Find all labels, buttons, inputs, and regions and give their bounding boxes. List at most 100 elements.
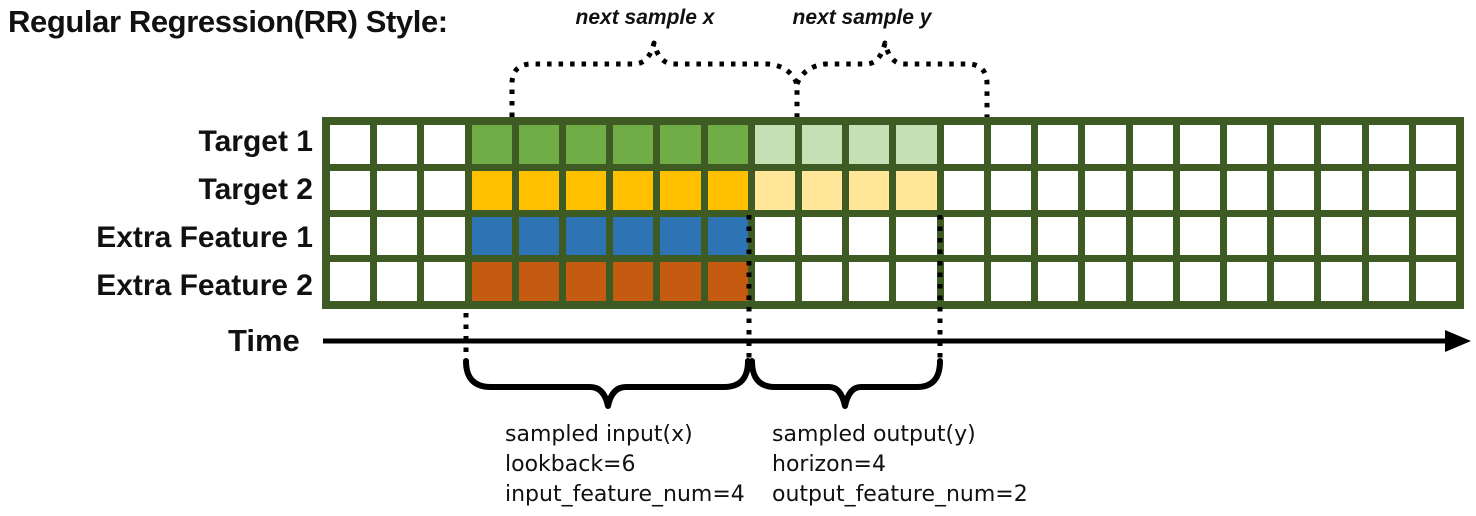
grid-cell	[849, 216, 890, 256]
grid-cell	[1085, 125, 1126, 164]
time-axis-label: Time	[228, 323, 300, 358]
grid-cell	[707, 262, 748, 301]
grid-cell	[1415, 216, 1456, 256]
grid-cell	[330, 170, 371, 210]
grid-cell	[1226, 216, 1268, 256]
grid-cell	[896, 216, 937, 256]
grid-cell	[1226, 170, 1268, 210]
grid-cell	[1179, 262, 1220, 301]
grid-cell	[1132, 262, 1173, 301]
grid-cell	[1132, 216, 1173, 256]
grid-cell	[754, 216, 796, 256]
grid-cell	[660, 170, 701, 210]
grid-cell	[377, 125, 418, 164]
grid-cell	[566, 216, 607, 256]
grid-cell	[518, 262, 560, 301]
grid-cell	[1321, 125, 1362, 164]
sampled-input-notes: sampled input(x) lookback=6 input_featur…	[505, 420, 745, 510]
grid-cell	[1085, 262, 1126, 301]
grid-cell	[330, 262, 371, 301]
sampled-output-title: sampled output(y)	[772, 422, 976, 447]
grid-cell	[896, 170, 937, 210]
grid-cell	[377, 216, 418, 256]
grid-cell	[990, 170, 1032, 210]
grid-cell	[518, 125, 560, 164]
grid-cell	[802, 170, 843, 210]
grid-cell	[613, 170, 654, 210]
grid-cell	[1321, 262, 1362, 301]
grid	[322, 117, 1464, 309]
grid-cell	[943, 216, 984, 256]
grid-cell	[1415, 170, 1456, 210]
grid-cell	[1368, 170, 1409, 210]
grid-cell	[1179, 125, 1220, 164]
grid-cell	[707, 170, 748, 210]
grid-cell	[1179, 170, 1220, 210]
grid-cell	[613, 216, 654, 256]
grid-cell	[1415, 125, 1456, 164]
grid-cell	[1038, 170, 1079, 210]
grid-cell	[802, 216, 843, 256]
grid-cell	[424, 170, 465, 210]
grid-cell	[424, 262, 465, 301]
grid-cell	[1321, 216, 1362, 256]
grid-cell	[660, 262, 701, 301]
grid-cell	[1226, 262, 1268, 301]
grid-cell	[1179, 216, 1220, 256]
grid-cell	[1368, 125, 1409, 164]
grid-cell	[660, 125, 701, 164]
sampled-input-brace	[463, 358, 751, 409]
grid-cell	[424, 125, 465, 164]
grid-cell	[566, 125, 607, 164]
grid-cell	[330, 216, 371, 256]
grid-cell	[1274, 262, 1315, 301]
grid-cell	[1274, 170, 1315, 210]
grid-cell	[1415, 262, 1456, 301]
grid-cell	[1085, 170, 1126, 210]
row-label-target-2: Target 2	[198, 173, 313, 206]
sampled-output-notes: sampled output(y) horizon=4 output_featu…	[772, 420, 1028, 510]
grid-cell	[707, 216, 748, 256]
grid-cell	[613, 125, 654, 164]
row-label-extra-feature-2: Extra Feature 2	[96, 269, 313, 302]
grid-cell	[424, 216, 465, 256]
grid-cell	[1038, 262, 1079, 301]
next-sample-y-brace	[794, 40, 990, 117]
row-label-target-1: Target 1	[198, 125, 313, 158]
grid-cell	[1038, 216, 1079, 256]
input-feature-num: input_feature_num=4	[505, 482, 745, 507]
grid-cell	[802, 262, 843, 301]
row-label-extra-feature-1: Extra Feature 1	[96, 221, 313, 254]
grid-cell	[1368, 216, 1409, 256]
grid-cell	[566, 170, 607, 210]
grid-cell	[566, 262, 607, 301]
grid-cell	[471, 125, 512, 164]
grid-cell	[377, 262, 418, 301]
grid-cell	[1038, 125, 1079, 164]
grid-cell	[660, 216, 701, 256]
grid-cell	[990, 125, 1032, 164]
grid-cell	[1274, 125, 1315, 164]
grid-cell	[1085, 216, 1126, 256]
grid-cell	[1132, 170, 1173, 210]
grid-cell	[1226, 125, 1268, 164]
grid-cell	[707, 125, 748, 164]
grid-cell	[330, 125, 371, 164]
next-sample-x-label: next sample x	[575, 6, 715, 29]
next-sample-x-brace	[509, 40, 800, 117]
grid-cell	[849, 262, 890, 301]
grid-cell	[990, 262, 1032, 301]
grid-cell	[518, 216, 560, 256]
grid-cell	[849, 125, 890, 164]
output-feature-num: output_feature_num=2	[772, 482, 1028, 507]
grid-cell	[754, 262, 796, 301]
figure-title: Regular Regression(RR) Style:	[8, 4, 448, 39]
time-arrow-head	[1445, 330, 1471, 352]
grid-cell	[1274, 216, 1315, 256]
grid-cell	[754, 125, 796, 164]
grid-cell	[1368, 262, 1409, 301]
sampled-input-title: sampled input(x)	[505, 422, 693, 447]
grid-cell	[518, 170, 560, 210]
grid-cell	[1132, 125, 1173, 164]
